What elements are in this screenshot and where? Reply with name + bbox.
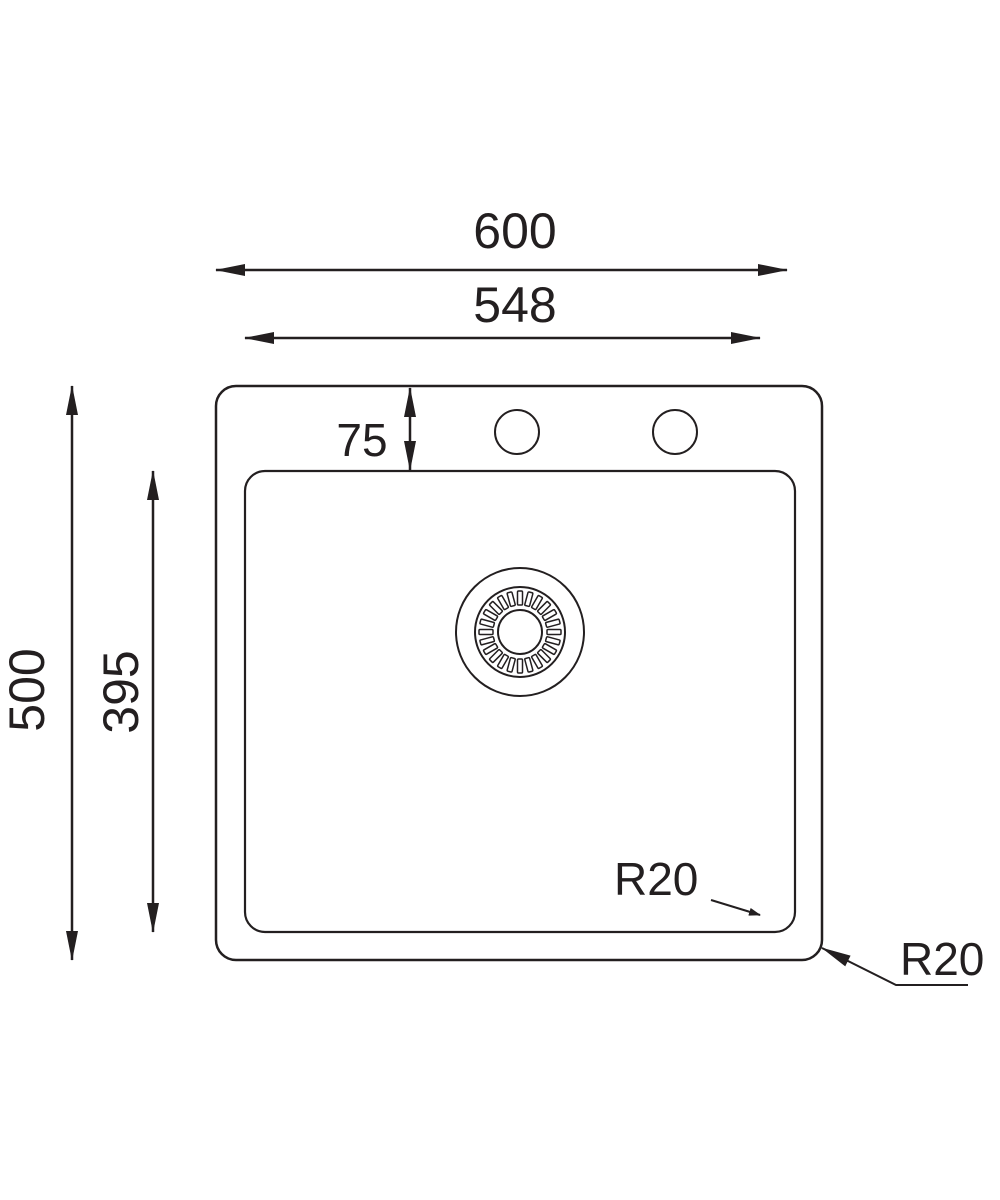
drain-slot (478, 628, 494, 636)
dimension-label-600: 600 (473, 203, 556, 259)
inner-radius-label: R20 (614, 853, 698, 905)
outer-radius-label: R20 (900, 933, 984, 985)
drain-slot (479, 636, 496, 646)
drain-slot (544, 618, 561, 628)
drain-slot (496, 653, 510, 670)
tap-hole-right (652, 409, 698, 455)
drain-slot (530, 653, 544, 670)
drain-slot (516, 590, 524, 606)
drain-slot (506, 591, 516, 608)
drain-slot (541, 608, 558, 622)
bowl-outline (243, 469, 797, 934)
drain-slot (536, 600, 552, 616)
dimension-label-500: 500 (0, 648, 55, 731)
drain-slot (524, 656, 534, 673)
drain-slot (488, 648, 504, 664)
drain-slot (479, 618, 496, 628)
tap-hole-left (494, 409, 540, 455)
dimension-label-395: 395 (93, 650, 149, 733)
drain-slot (544, 636, 561, 646)
drain-slots (478, 590, 562, 674)
sink-outer-outline (214, 384, 824, 962)
drain-slot (541, 642, 558, 656)
drain-slot (530, 594, 544, 611)
dimension-label-75: 75 (336, 414, 387, 466)
drain-strainer (455, 567, 585, 697)
drain-slot (482, 642, 499, 656)
drain-slot (496, 594, 510, 611)
drain-slot (488, 600, 504, 616)
inner-radius-leader (710, 899, 761, 916)
drain-slot (536, 648, 552, 664)
drain-slot (506, 656, 516, 673)
dimension-label-548: 548 (473, 277, 556, 333)
drain-slot (546, 628, 562, 636)
drain-outer-ring (455, 567, 585, 697)
drain-slot (482, 608, 499, 622)
drain-inner-ring (497, 609, 543, 655)
drain-mid-ring (474, 586, 566, 678)
outer-radius-leader (821, 947, 968, 986)
drain-slot (516, 658, 524, 674)
drain-slot (524, 591, 534, 608)
